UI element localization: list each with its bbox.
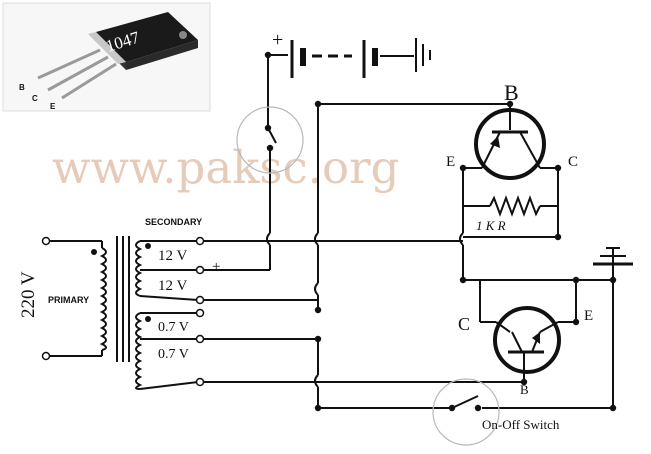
photo-pin-c: C <box>32 94 38 103</box>
tap-plus-sign: + <box>212 259 220 275</box>
lower-transistor: C E B <box>458 306 593 397</box>
battery-symbol: + <box>268 29 431 78</box>
upper-transistor-b-label: B <box>504 80 519 105</box>
battery-plus-sign: + <box>272 29 283 51</box>
upper-transistor-e-label: E <box>446 154 455 170</box>
lower-transistor-e-label: E <box>584 308 593 324</box>
primary-label: PRIMARY <box>48 295 89 305</box>
upper-transistor: B E C 1 K R <box>446 80 578 233</box>
tap-12v-a: 12 V <box>158 248 187 264</box>
input-voltage-label: 220 V <box>18 271 39 318</box>
top-switch-highlight <box>236 106 304 174</box>
tap-12v-b: 12 V <box>158 278 187 294</box>
switch-label: On-Off Switch <box>482 417 560 432</box>
photo-pin-e: E <box>50 102 56 111</box>
wiring <box>200 55 633 409</box>
transformer: 220 V PRIMARY SECONDARY 12 V 12 V 0.7 V … <box>18 217 220 390</box>
lower-transistor-c-label: C <box>458 314 470 334</box>
photo-pin-b: B <box>19 83 25 92</box>
tap-0-7v-a: 0.7 V <box>158 320 189 335</box>
upper-transistor-c-label: C <box>568 154 578 170</box>
resistor-label: 1 K R <box>476 218 506 233</box>
junction-dots <box>264 51 617 412</box>
watermark: www.paksc.org <box>52 141 399 194</box>
secondary-label: SECONDARY <box>145 217 202 227</box>
lower-transistor-b-label: B <box>520 382 529 397</box>
tap-0-7v-b: 0.7 V <box>158 347 189 362</box>
transistor-photo: 1047 B C E <box>2 2 211 112</box>
bottom-switch-highlight <box>432 378 500 446</box>
